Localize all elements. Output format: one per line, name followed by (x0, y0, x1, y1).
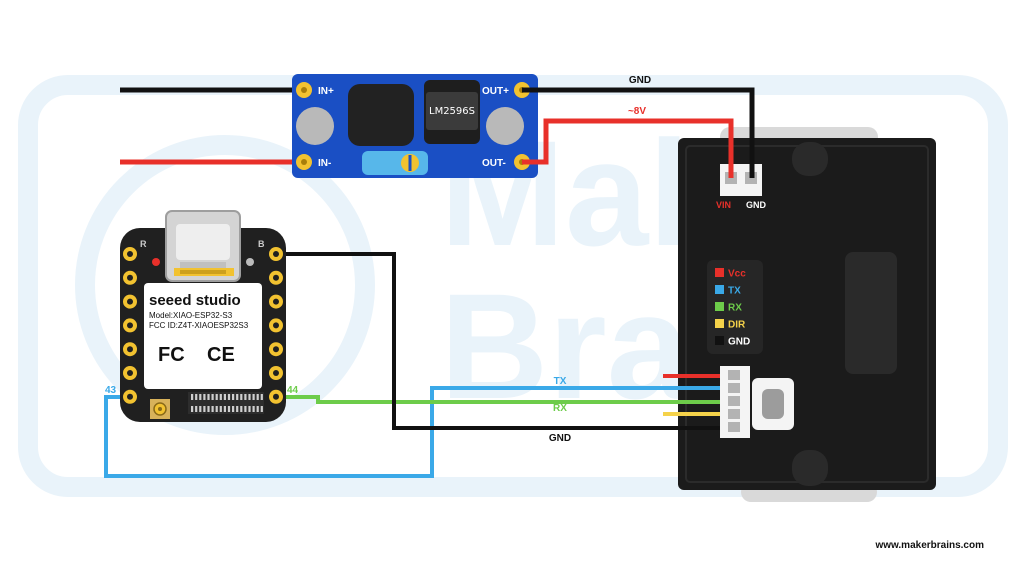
xiao-model: Model:XIAO-ESP32-S3 (149, 311, 233, 320)
label-tx: TX (554, 376, 567, 387)
capacitor-left (296, 107, 334, 145)
label-voltage: ~8V (628, 106, 646, 117)
buck-chip-label: LM2596S (429, 106, 475, 117)
legend-label: DIR (728, 320, 746, 331)
inductor (348, 84, 414, 146)
wire-gnd-top (522, 87, 755, 178)
xiao-corner-r: R (140, 239, 147, 249)
capacitor-right (486, 107, 524, 145)
xiao-fcc-id: FCC ID:Z4T-XIAOESP32S3 (149, 321, 249, 330)
wire-gnd-bottom (286, 252, 720, 430)
xiao-shield (144, 283, 262, 389)
label-gnd-top: GND (629, 75, 651, 86)
buck-out-plus-label: OUT+ (482, 86, 509, 97)
vin-label: VIN (716, 200, 731, 210)
buck-converter: IN+ IN- OUT+ OUT- LM2596S (292, 74, 538, 178)
servo-gnd-label: GND (746, 200, 767, 210)
fc-mark: FC (158, 344, 185, 366)
label-pin-43: 43 (105, 385, 117, 396)
wire-8v (522, 118, 734, 178)
connector-pins (191, 394, 263, 412)
servo-driver: VIN GND (678, 127, 936, 502)
wire-rx-green (286, 395, 720, 404)
buck-out-minus-label: OUT- (482, 158, 506, 169)
legend-label: GND (728, 337, 750, 348)
xiao-pin-column (123, 247, 283, 404)
legend-label: Vcc (728, 269, 746, 280)
legend-swatch (715, 319, 724, 328)
xiao-brand: seeed studio (149, 292, 241, 309)
label-gnd-bottom: GND (549, 433, 571, 444)
footer-url: www.makerbrains.com (874, 540, 984, 551)
buck-in-minus-label: IN- (318, 158, 331, 169)
label-rx: RX (553, 403, 567, 414)
legend-label: RX (728, 303, 742, 314)
xiao-corner-b: B (258, 239, 265, 249)
label-pin-44: 44 (287, 385, 299, 396)
legend-panel (707, 260, 763, 354)
legend-swatch (715, 302, 724, 311)
legend-swatch (715, 268, 724, 277)
legend-swatch (715, 285, 724, 294)
legend-swatch (715, 336, 724, 345)
wire-tx-blue (104, 386, 720, 478)
xiao-esp32s3-board: R B seeed studio Model:XIAO-ESP32-S3 FCC… (120, 210, 286, 422)
ce-mark: CE (207, 344, 235, 366)
buck-in-plus-label: IN+ (318, 86, 334, 97)
legend-label: TX (728, 286, 741, 297)
